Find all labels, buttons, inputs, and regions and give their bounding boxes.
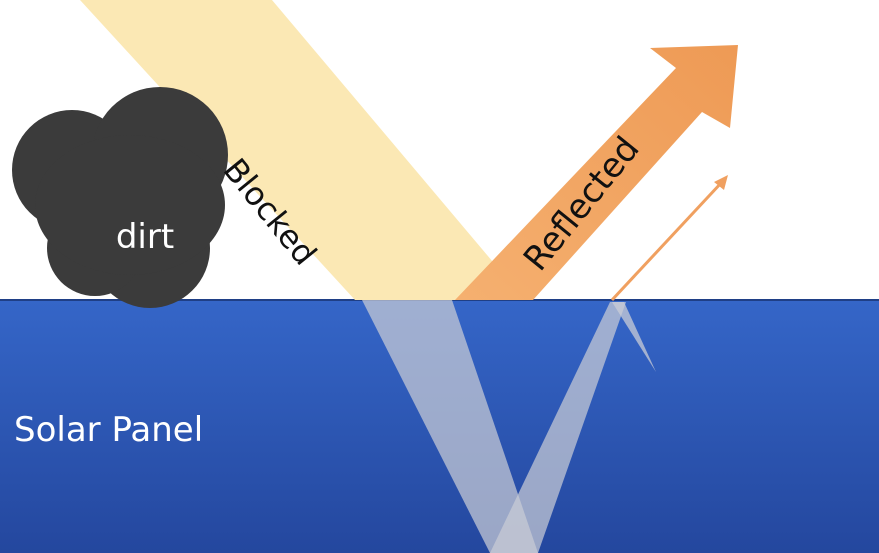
reflected-secondary-ray xyxy=(610,180,724,302)
sunlight-beam xyxy=(80,0,525,300)
refraction-spike xyxy=(612,302,656,372)
dirt-blob xyxy=(12,87,228,308)
reflected-arrow xyxy=(455,45,738,300)
refracted-beam-up xyxy=(490,302,626,553)
refracted-beam-down xyxy=(362,300,538,553)
reflected-secondary-ray-head xyxy=(714,175,728,190)
solar-panel-label: Solar Panel xyxy=(14,410,203,450)
dirt-label: dirt xyxy=(116,217,174,257)
